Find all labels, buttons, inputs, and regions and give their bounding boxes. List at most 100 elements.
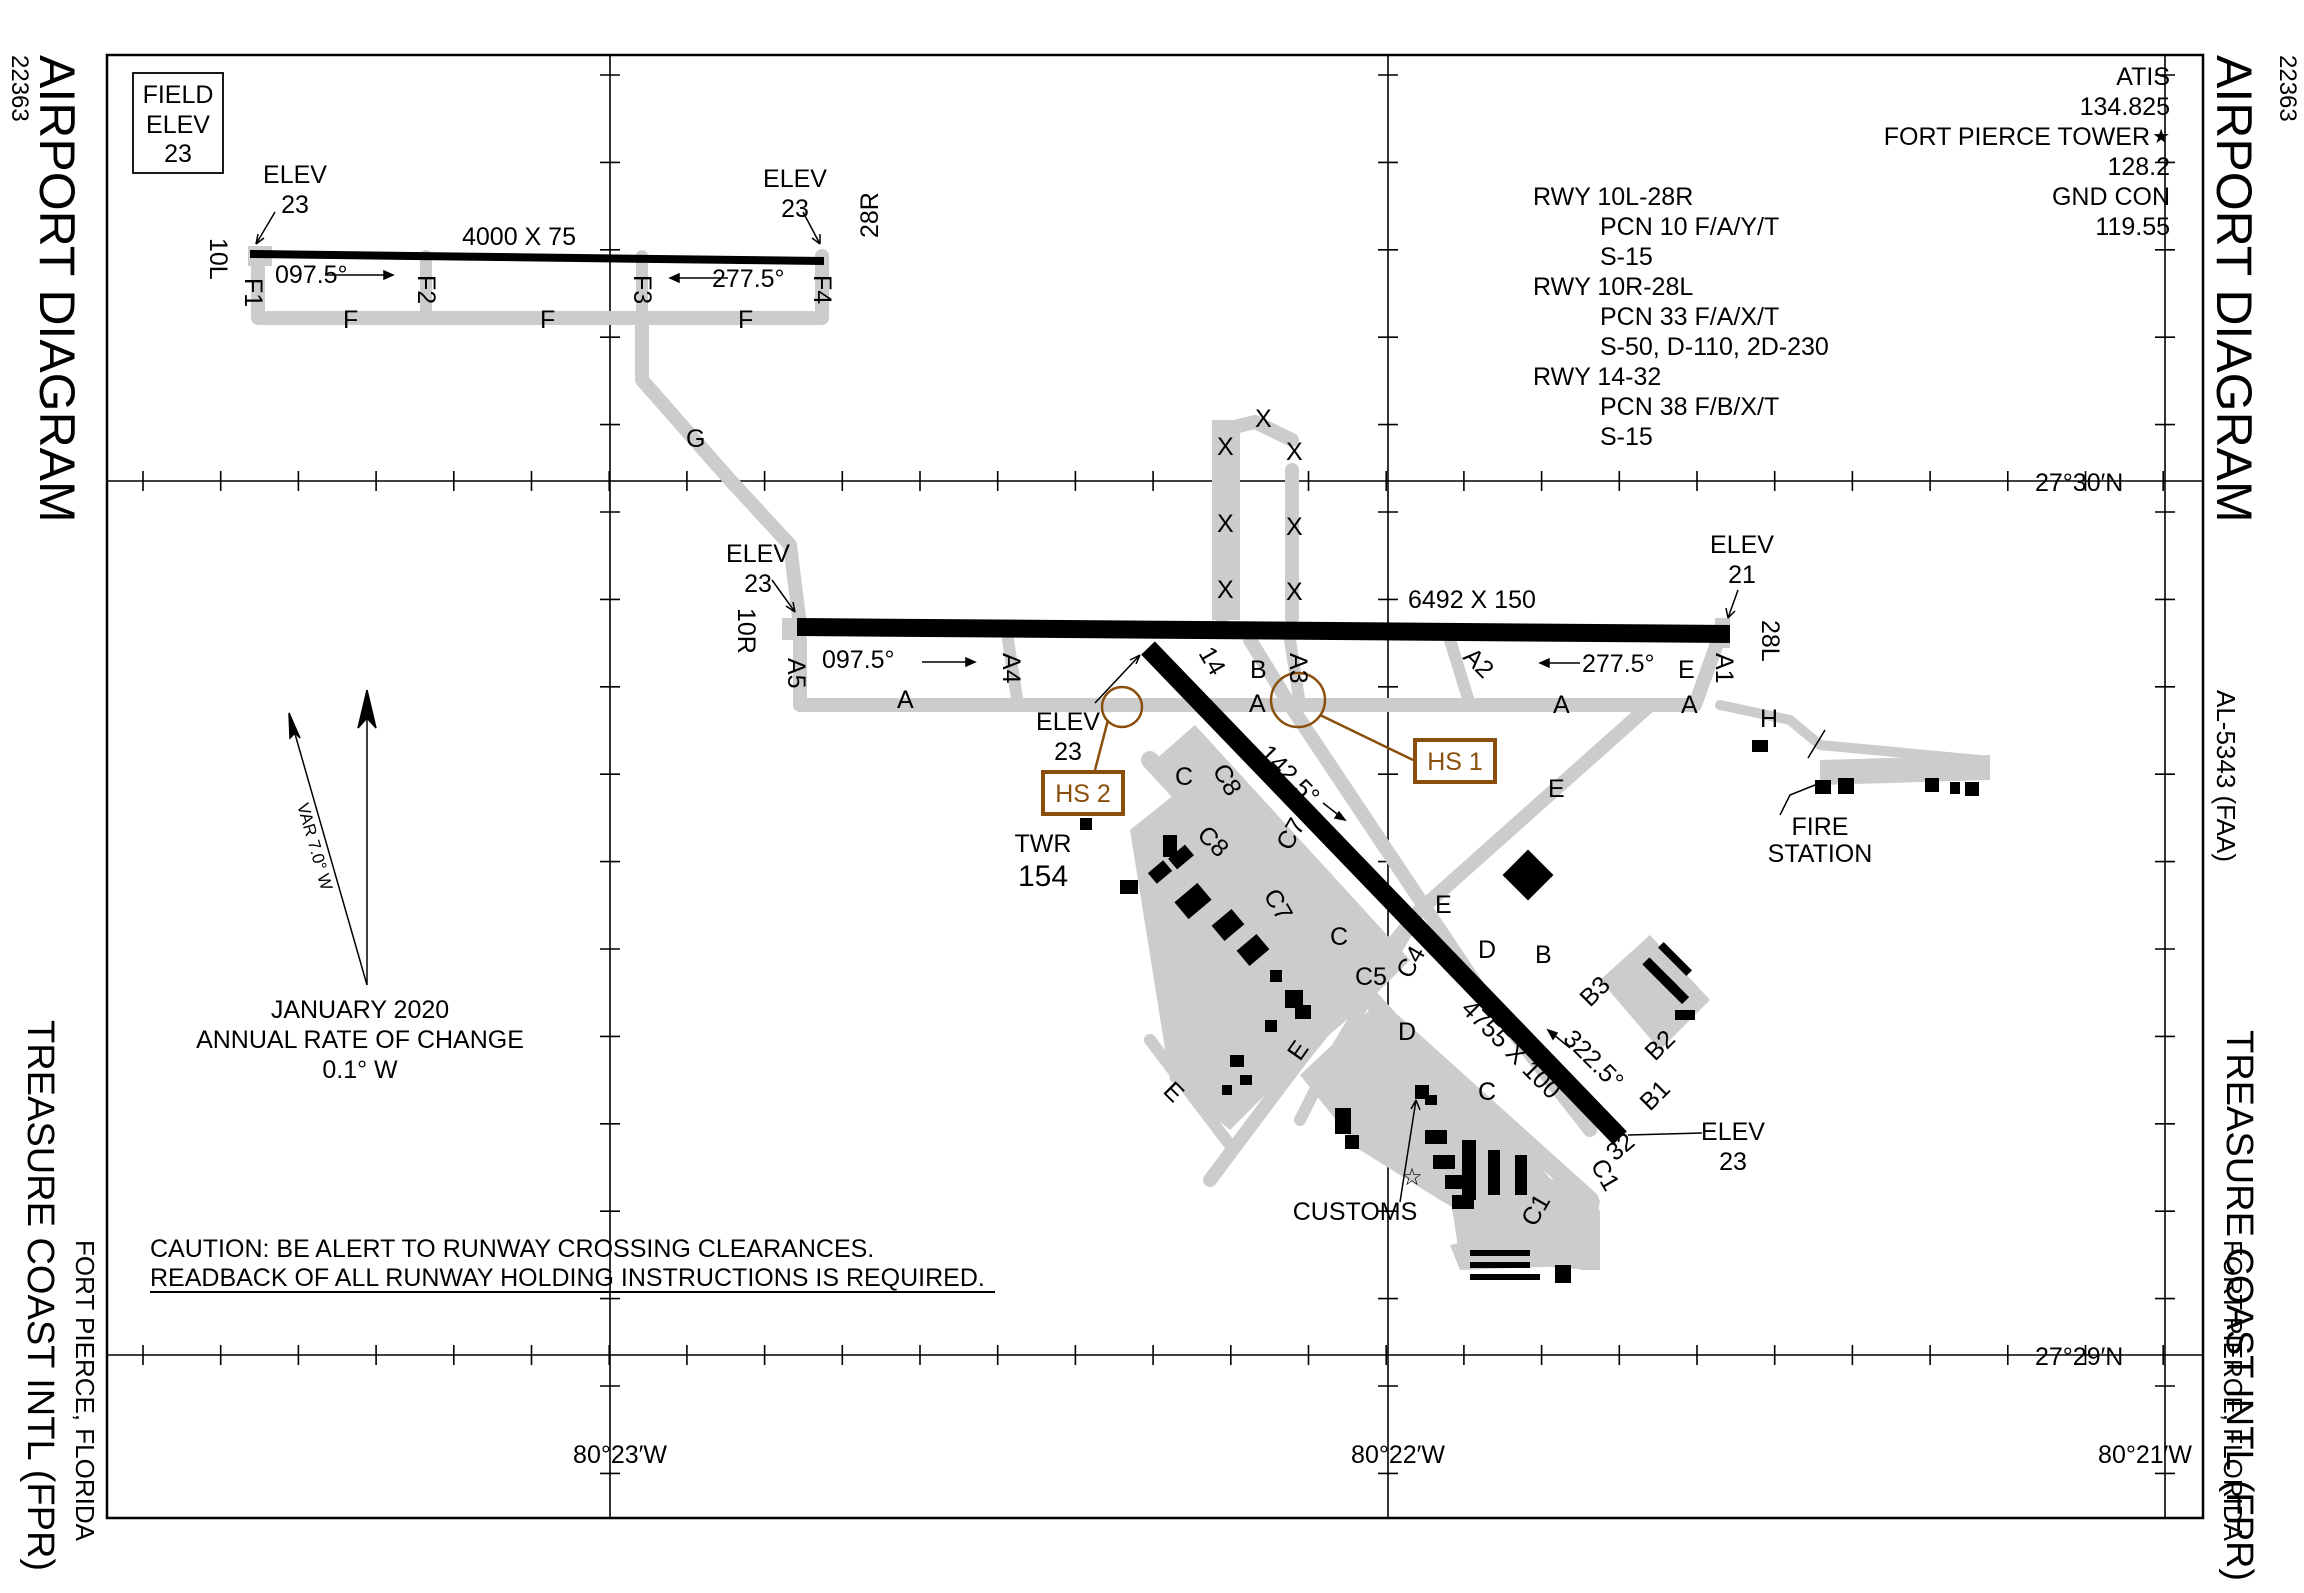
rwy2-pcn: PCN 33 F/A/X/T bbox=[1600, 303, 1779, 331]
elev-32-word: ELEV bbox=[1701, 1118, 1765, 1146]
hotspot-2-label: HS 2 bbox=[1055, 780, 1111, 808]
tower-label: FORT PIERCE TOWER bbox=[1884, 123, 2150, 151]
magnetic-north-arrowhead bbox=[288, 712, 301, 740]
rwy3-pcn: PCN 38 F/B/X/T bbox=[1600, 393, 1779, 421]
airport-name-right: TREASURE COAST INTL (FPR) bbox=[2218, 1030, 2260, 1581]
taxiway-label-a-2: A bbox=[1249, 690, 1266, 718]
heading-arrows bbox=[325, 269, 1580, 1049]
bldg bbox=[1675, 1010, 1695, 1020]
bldg bbox=[1470, 1274, 1540, 1280]
bldg bbox=[1470, 1262, 1530, 1268]
taxiway-label-b-2: B bbox=[1535, 941, 1552, 969]
fire-station-l2: STATION bbox=[1768, 840, 1873, 868]
apron-b3 bbox=[1600, 935, 1710, 1050]
taxiway-f bbox=[251, 249, 829, 325]
taxiway-label-d-1: D bbox=[1478, 936, 1496, 964]
bldg bbox=[1265, 1020, 1277, 1032]
chart-number-right: AL-5343 (FAA) bbox=[2211, 690, 2241, 862]
runway-10r-28l bbox=[797, 618, 1730, 643]
apron-west bbox=[1155, 725, 1410, 1010]
fire-station-l1: FIRE bbox=[1792, 813, 1849, 841]
hotspot-1-circle bbox=[1269, 671, 1327, 729]
rwy1-heading-east: 277.5° bbox=[712, 265, 785, 293]
bldg bbox=[1295, 1005, 1311, 1019]
apron-x-north bbox=[1212, 420, 1240, 620]
taxiway-label-f-c: F bbox=[738, 306, 753, 334]
elev-10r-value: 23 bbox=[744, 570, 772, 598]
rwy3-name: RWY 14-32 bbox=[1533, 363, 1661, 391]
variation-rate-value: 0.1° W bbox=[322, 1056, 398, 1084]
taxiway-label-a4: A4 bbox=[997, 653, 1025, 684]
field-elev-box bbox=[132, 72, 224, 174]
tower-label-map: TWR bbox=[1015, 830, 1072, 858]
bldg bbox=[1236, 933, 1270, 967]
bldg bbox=[1950, 782, 1960, 794]
hotspot-2-circle bbox=[1100, 685, 1144, 729]
atis-frequency: 134.825 bbox=[2080, 93, 2170, 121]
ground-frequency: 119.55 bbox=[2095, 213, 2170, 241]
elev-10l-word: ELEV bbox=[263, 161, 327, 189]
buildings bbox=[1080, 740, 1979, 1283]
bldg bbox=[1502, 849, 1554, 901]
taxiway-label-f4: F4 bbox=[808, 275, 836, 304]
rwy1-dimensions: 4000 X 75 bbox=[462, 223, 576, 251]
taxiway-label-x2: X bbox=[1217, 433, 1234, 461]
elev-28r-value: 23 bbox=[781, 195, 809, 223]
bldg bbox=[1230, 1055, 1244, 1067]
taxiway-label-f-b: F bbox=[540, 306, 555, 334]
taxiway-label-a-1: A bbox=[897, 686, 914, 714]
location-left: FORT PIERCE, FLORIDA bbox=[70, 1240, 100, 1542]
apron-east-hangar bbox=[1820, 755, 1990, 785]
taxiway-label-a-4: A bbox=[1681, 691, 1698, 719]
graticule bbox=[107, 55, 2203, 1518]
bldg bbox=[1555, 1265, 1571, 1283]
taxiway-a2 bbox=[1444, 634, 1476, 711]
elev-28r-word: ELEV bbox=[763, 165, 827, 193]
taxiway-label-x3: X bbox=[1286, 438, 1303, 466]
bldg bbox=[1345, 1135, 1359, 1149]
bldg bbox=[1488, 1150, 1500, 1195]
lat-label-30: 27°30′N bbox=[2035, 469, 2123, 497]
chart-id-right: 22363 bbox=[2274, 55, 2301, 122]
taxiway-a4 bbox=[1002, 634, 1024, 711]
variation-date: JANUARY 2020 bbox=[271, 996, 449, 1024]
graticule-ticks bbox=[142, 74, 2175, 1475]
taxiway-label-d-2: D bbox=[1398, 1018, 1416, 1046]
bldg bbox=[1815, 780, 1831, 794]
rwy2-dimensions: 6492 X 150 bbox=[1408, 586, 1536, 614]
ground-label: GND CON bbox=[2052, 183, 2170, 211]
rwy1-strength: S-15 bbox=[1600, 243, 1653, 271]
field-elev-l1: FIELD bbox=[143, 81, 214, 109]
taxiway-a bbox=[793, 628, 1727, 712]
bldg bbox=[1425, 1130, 1447, 1144]
lon-label-21: 80°21′W bbox=[2098, 1441, 2192, 1469]
variation-arrows bbox=[288, 689, 377, 986]
rwy-10r-label: 10R bbox=[732, 608, 760, 654]
taxiway-label-c-2: C bbox=[1330, 923, 1348, 951]
rwy3-strength: S-15 bbox=[1600, 423, 1653, 451]
bldg bbox=[1335, 1108, 1351, 1134]
taxiway-label-x5: X bbox=[1286, 513, 1303, 541]
taxiway-label-x4: X bbox=[1217, 510, 1234, 538]
customs-label: CUSTOMS bbox=[1293, 1198, 1418, 1226]
elev-arrows bbox=[255, 211, 1826, 1203]
apron-south-end bbox=[1580, 1210, 1600, 1270]
bldg bbox=[1515, 1155, 1527, 1195]
rwy2-heading-west: 097.5° bbox=[822, 646, 895, 674]
bldg bbox=[1222, 1085, 1232, 1095]
taxiway-label-b1: B1 bbox=[1634, 1075, 1675, 1116]
customs-star-icon: ☆ bbox=[1401, 1164, 1423, 1191]
tower-star-icon: ★ bbox=[2152, 126, 2170, 148]
title-left: AIRPORT DIAGRAM bbox=[29, 55, 85, 523]
bldg bbox=[1120, 880, 1138, 894]
field-elev-l2: ELEV bbox=[146, 111, 210, 139]
bldg bbox=[1660, 975, 1690, 1005]
bldg bbox=[1470, 1250, 1530, 1256]
rwy1-pcn: PCN 10 F/A/Y/T bbox=[1600, 213, 1779, 241]
lon-label-22: 80°22′W bbox=[1351, 1441, 1445, 1469]
runways bbox=[250, 250, 1730, 1145]
taxiway-label-g: G bbox=[686, 425, 705, 453]
bldg bbox=[1445, 1175, 1467, 1189]
taxiway-label-f3: F3 bbox=[628, 275, 656, 304]
